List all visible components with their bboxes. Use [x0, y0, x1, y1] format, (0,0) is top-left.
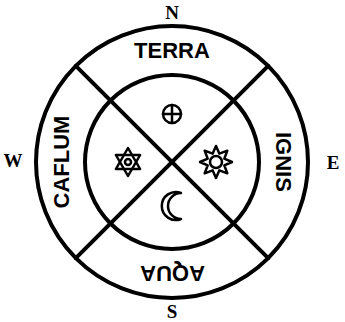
star-symbol — [116, 148, 140, 176]
element-name: CAFLUM — [48, 114, 74, 211]
ring-segment: AQUA — [138, 260, 207, 286]
compass-point: S — [167, 302, 178, 321]
compass-point: E — [327, 153, 340, 172]
earth-symbol — [163, 105, 181, 123]
compass-point: W — [4, 151, 23, 170]
element-name: AQUA — [138, 260, 207, 286]
moon-symbol — [162, 192, 181, 220]
ring-segment: TERRA — [132, 38, 212, 64]
ring-segment: CAFLUM — [48, 114, 74, 211]
divider-line — [76, 66, 268, 258]
element-name: TERRA — [132, 38, 212, 64]
outer-ring — [36, 26, 308, 298]
element-name: IGNIS — [270, 130, 296, 194]
divider-line — [76, 66, 268, 258]
sun-symbol — [200, 146, 232, 178]
compass-point: N — [165, 3, 179, 22]
ring-segment: IGNIS — [270, 130, 296, 194]
